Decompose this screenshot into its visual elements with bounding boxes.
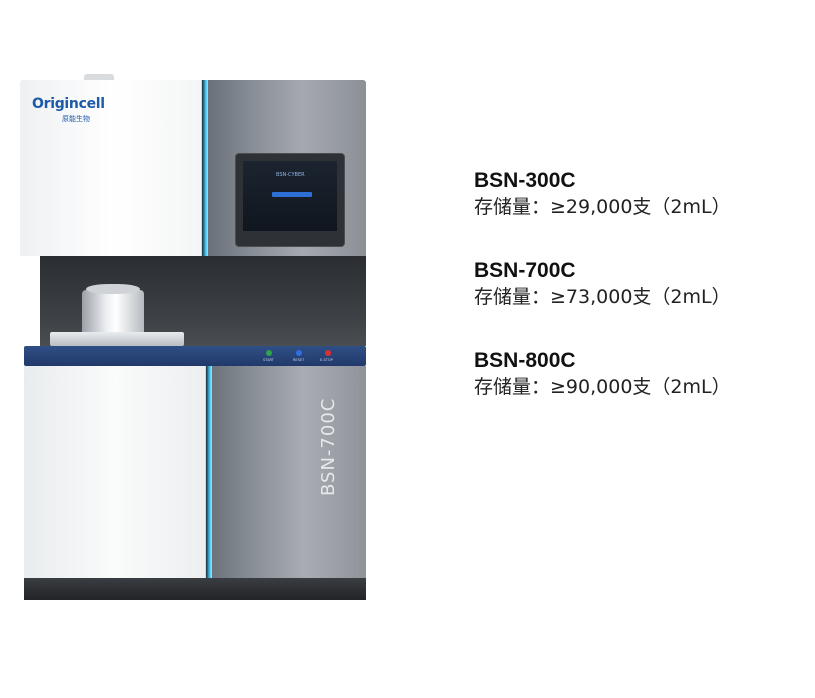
model-name: BSN-300C — [474, 169, 576, 192]
light-strip-bottom — [206, 366, 212, 578]
start-label: START — [263, 358, 274, 362]
estop-button — [325, 350, 331, 356]
reset-button — [296, 350, 302, 356]
screen-login-bar — [272, 192, 312, 197]
model-item: BSN-700C 存储量：≥73,000支（2mL） — [474, 258, 804, 348]
bottom-right-panel — [212, 366, 366, 578]
cylinder-lid — [86, 284, 140, 294]
estop-label: E-STOP — [320, 358, 333, 362]
top-vent — [84, 74, 114, 82]
model-name: BSN-800C — [474, 349, 576, 372]
brand-subtitle: 原能生物 — [62, 115, 90, 123]
machine-base — [24, 578, 366, 600]
model-list: BSN-300C 存储量：≥29,000支（2mL） BSN-700C 存储量：… — [474, 168, 804, 438]
model-item: BSN-300C 存储量：≥29,000支（2mL） — [474, 168, 804, 258]
reset-label: RESET — [293, 358, 305, 362]
model-capacity: 存储量：≥29,000支（2mL） — [474, 196, 731, 218]
start-button — [266, 350, 272, 356]
model-capacity: 存储量：≥90,000支（2mL） — [474, 376, 731, 398]
brand-logo: Origincell — [32, 96, 105, 112]
screen-title: BSN-CYBER — [276, 172, 305, 178]
model-capacity: 存储量：≥73,000支（2mL） — [474, 286, 731, 308]
bottom-left-door — [24, 366, 206, 578]
top-left-panel: Origincell 原能生物 — [20, 80, 202, 256]
biobank-machine-image: Origincell 原能生物 BSN-CYBER START RESET E-… — [20, 74, 370, 604]
light-strip-top — [202, 80, 208, 256]
model-name: BSN-700C — [474, 259, 576, 282]
model-item: BSN-800C 存储量：≥90,000支（2mL） — [474, 348, 804, 438]
tray — [50, 332, 184, 346]
control-band — [24, 346, 366, 366]
vertical-model-label: BSN-700C — [318, 397, 339, 496]
